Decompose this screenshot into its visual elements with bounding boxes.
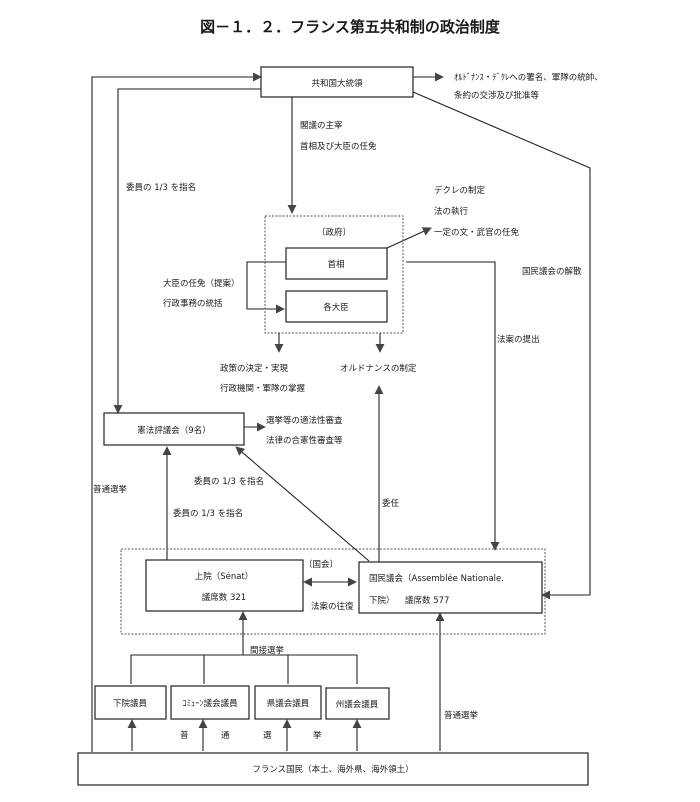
suffrage-char-3: 選 (263, 730, 272, 741)
node-prime-minister[interactable]: 首相 (285, 247, 388, 280)
node-commune-councilors[interactable]: ｺﾐｭｰﾝ議会議員 (170, 685, 250, 720)
pm-powers-3: 一定の文・武官の任免 (434, 227, 520, 238)
constitutional-council-label: 憲法評議会（9名） (137, 425, 210, 436)
bill-submission-label: 法案の提出 (497, 334, 540, 345)
senate-label: 上院（Sénat） (195, 571, 254, 582)
delegation-label: 委任 (382, 498, 400, 509)
ordinance-label: オルドナンスの制定 (340, 363, 417, 374)
node-department-councilors[interactable]: 県議会議員 (254, 685, 322, 720)
pm-powers-1: デクレの制定 (434, 185, 486, 196)
suffrage-char-4: 挙 (313, 730, 322, 741)
president-label: 共和国大統領 (311, 78, 363, 89)
node-constitutional-council[interactable]: 憲法評議会（9名） (103, 412, 245, 446)
president-powers-1: ｵﾙﾄﾞﾅﾝｽ・ﾃﾞｸﾚへの署名、軍隊の統帥、 (454, 72, 603, 83)
policy-label-1: 政策の決定・実現 (220, 363, 289, 374)
node-region-councilors[interactable]: 州議会議員 (325, 687, 390, 720)
arrow-bill-submission (406, 261, 500, 551)
deputies-label: 下院議員 (113, 698, 148, 709)
ministers-label: 各大臣 (323, 302, 349, 313)
bill-shuttle-label: 法案の往復 (311, 601, 354, 612)
assembly-label-2: 下院） (369, 595, 395, 606)
parliament-group (120, 548, 546, 635)
connectors (91, 72, 591, 752)
assembly-seats: 議席数 577 (405, 595, 449, 606)
suffrage-char-1: 普 (180, 730, 189, 741)
arrow-dissolution (412, 91, 591, 600)
arrow-pm-to-ministers (246, 261, 286, 314)
admin-oversight-label: 行政事務の統括 (163, 298, 223, 309)
policy-label-2: 行政機関・軍隊の掌握 (220, 383, 306, 394)
arrow-assembly-to-council (235, 446, 370, 562)
node-deputies[interactable]: 下院議員 (94, 685, 167, 720)
arrow-pm-powers (386, 227, 432, 249)
citizens-label: フランス国民（本土、海外県、海外領土） (252, 764, 413, 775)
minister-appointment-label: 大臣の任免（提案） (163, 278, 240, 289)
region-councilors-label: 州議会議員 (336, 699, 379, 710)
appoint-third-assembly-label: 委員の 1/3 を指名 (194, 476, 264, 487)
universal-suffrage-left-label: 普通選挙 (93, 484, 128, 495)
indirect-election-label: 間接選挙 (250, 645, 285, 656)
node-senate[interactable]: 上院（Sénat） 議席数 321 (145, 559, 304, 612)
president-powers-2: 条約の交渉及び批准等 (454, 90, 540, 101)
commune-councilors-label: ｺﾐｭｰﾝ議会議員 (182, 698, 238, 709)
universal-suffrage-right-label: 普通選挙 (444, 710, 479, 721)
node-citizens[interactable]: フランス国民（本土、海外県、海外領土） (77, 752, 589, 786)
council-powers-2: 法律の合憲性審査等 (266, 435, 343, 446)
pm-powers-2: 法の執行 (434, 206, 469, 217)
annotations: ｵﾙﾄﾞﾅﾝｽ・ﾃﾞｸﾚへの署名、軍隊の統帥、 条約の交渉及び批准等 閣議の主宰… (93, 72, 603, 741)
indirect-election-bracket (130, 654, 358, 684)
arrow-citizens-to-president (91, 72, 262, 752)
government-group-label: 〔政府〕 (317, 227, 351, 238)
cabinet-chair-label: 閣議の主宰 (300, 120, 343, 131)
assembly-label: 国民議会（Assemblée Nationale. (369, 573, 504, 584)
suffrage-char-2: 通 (221, 730, 230, 741)
node-national-assembly[interactable]: 国民議会（Assemblée Nationale. 下院） 議席数 577 (358, 561, 543, 614)
node-president[interactable]: 共和国大統領 (260, 66, 414, 98)
parliament-group-label: 〔国会〕 (304, 559, 338, 570)
government-group (264, 215, 404, 334)
arrow-president-to-council (113, 88, 261, 414)
council-powers-1: 選挙等の適法性審査 (266, 415, 343, 426)
dissolution-label: 国民議会の解散 (522, 266, 582, 277)
node-ministers[interactable]: 各大臣 (285, 290, 388, 323)
figure-title: 図－１．２．フランス第五共和制の政治制度 (200, 18, 501, 36)
appoint-third-president-label: 委員の 1/3 を指名 (126, 182, 196, 193)
senate-seats: 議席数 321 (202, 592, 246, 603)
pm-appointment-label: 首相及び大臣の任免 (300, 141, 377, 152)
appoint-third-senate-label: 委員の 1/3 を指名 (173, 508, 243, 519)
department-councilors-label: 県議会議員 (267, 698, 310, 709)
prime-minister-label: 首相 (327, 259, 344, 270)
